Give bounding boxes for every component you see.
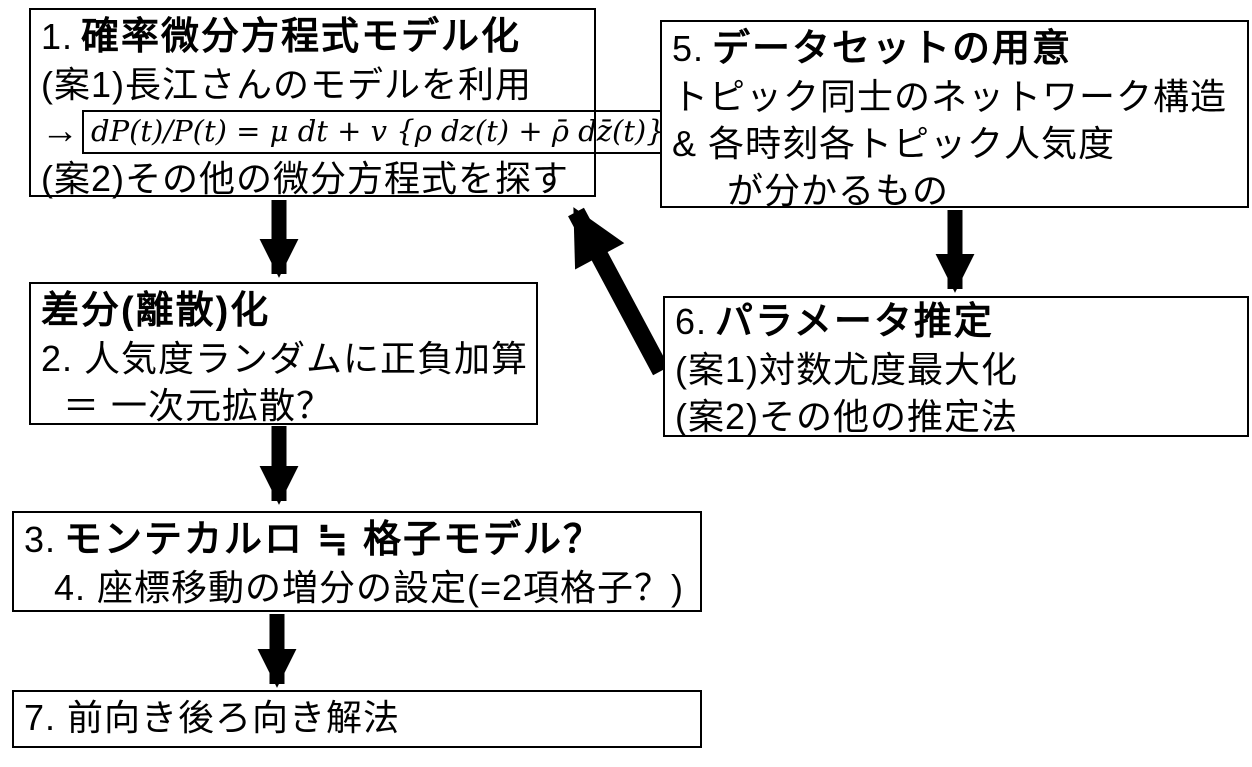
box-7-forward-backward: 7. 前向き後ろ向き解法 [12, 690, 702, 748]
box1-formula-line: → dP(t)/P(t) = μ dt + v {ρ dz(t) + ρ̄ dz… [41, 108, 674, 155]
box-5-dataset: 5.データセットの用意 トピック同士のネットワーク構造 & 各時刻各トピック人気… [660, 20, 1249, 211]
box2-title: 差分(離散)化 [41, 290, 271, 332]
box1-plan2: (案2)その他の微分方程式を探す [41, 158, 569, 199]
arrow-box6-to-box1 [568, 207, 669, 376]
sde-formula: dP(t)/P(t) = μ dt + v {ρ dz(t) + ρ̄ dz̄(… [82, 109, 674, 154]
box6-number: 6. [675, 301, 708, 342]
box6-line2: (案2)その他の推定法 [675, 396, 1018, 437]
box5-line2: & 各時刻各トピック人気度 [672, 123, 1116, 164]
box-3-monte-carlo-lattice: 3.モンテカルロ ≒ 格子モデル？ 4. 座標移動の増分の設定(=2項格子？) [12, 511, 702, 612]
box5-title-line: 5.データセットの用意 [672, 25, 1237, 73]
box5-line1: トピック同士のネットワーク構造 [672, 76, 1228, 117]
box-6-parameter-estimation: 6.パラメータ推定 (案1)対数尤度最大化 (案2)その他の推定法 [663, 296, 1249, 437]
box5-number: 5. [672, 28, 705, 69]
box5-line3: が分かるもの [727, 170, 950, 211]
box2-line1: 2. 人気度ランダムに正負加算 [41, 338, 529, 379]
box6-title: パラメータ推定 [715, 301, 994, 343]
right-arrow-glyph: → [41, 110, 80, 152]
box3-number: 3. [24, 519, 57, 560]
box3-title: モンテカルロ ≒ 格子モデル？ [64, 519, 603, 561]
box-1-sde-modeling: 1.確率微分方程式モデル化 (案1)長江さんのモデルを利用 → dP(t)/P(… [29, 8, 674, 199]
box5-title: データセットの用意 [712, 28, 1073, 70]
box6-title-line: 6.パラメータ推定 [675, 298, 1237, 346]
box6-line1: (案1)対数尤度最大化 [675, 349, 1018, 390]
box2-line2: ＝ 一次元拡散？ [63, 385, 334, 426]
box1-title: 確率微分方程式モデル化 [81, 16, 522, 58]
box3-title-line: 3.モンテカルロ ≒ 格子モデル？ [24, 516, 690, 564]
box1-number: 1. [41, 16, 74, 57]
box7-line1: 7. 前向き後ろ向き解法 [24, 697, 401, 738]
box1-title-line: 1.確率微分方程式モデル化 [41, 13, 584, 61]
box2-title-line: 差分(離散)化 [41, 287, 526, 335]
box3-line1: 4. 座標移動の増分の設定(=2項格子？) [54, 567, 685, 608]
box-2-discretization: 差分(離散)化 2. 人気度ランダムに正負加算 ＝ 一次元拡散？ [29, 282, 538, 426]
box1-plan1: (案1)長江さんのモデルを利用 [41, 64, 532, 105]
